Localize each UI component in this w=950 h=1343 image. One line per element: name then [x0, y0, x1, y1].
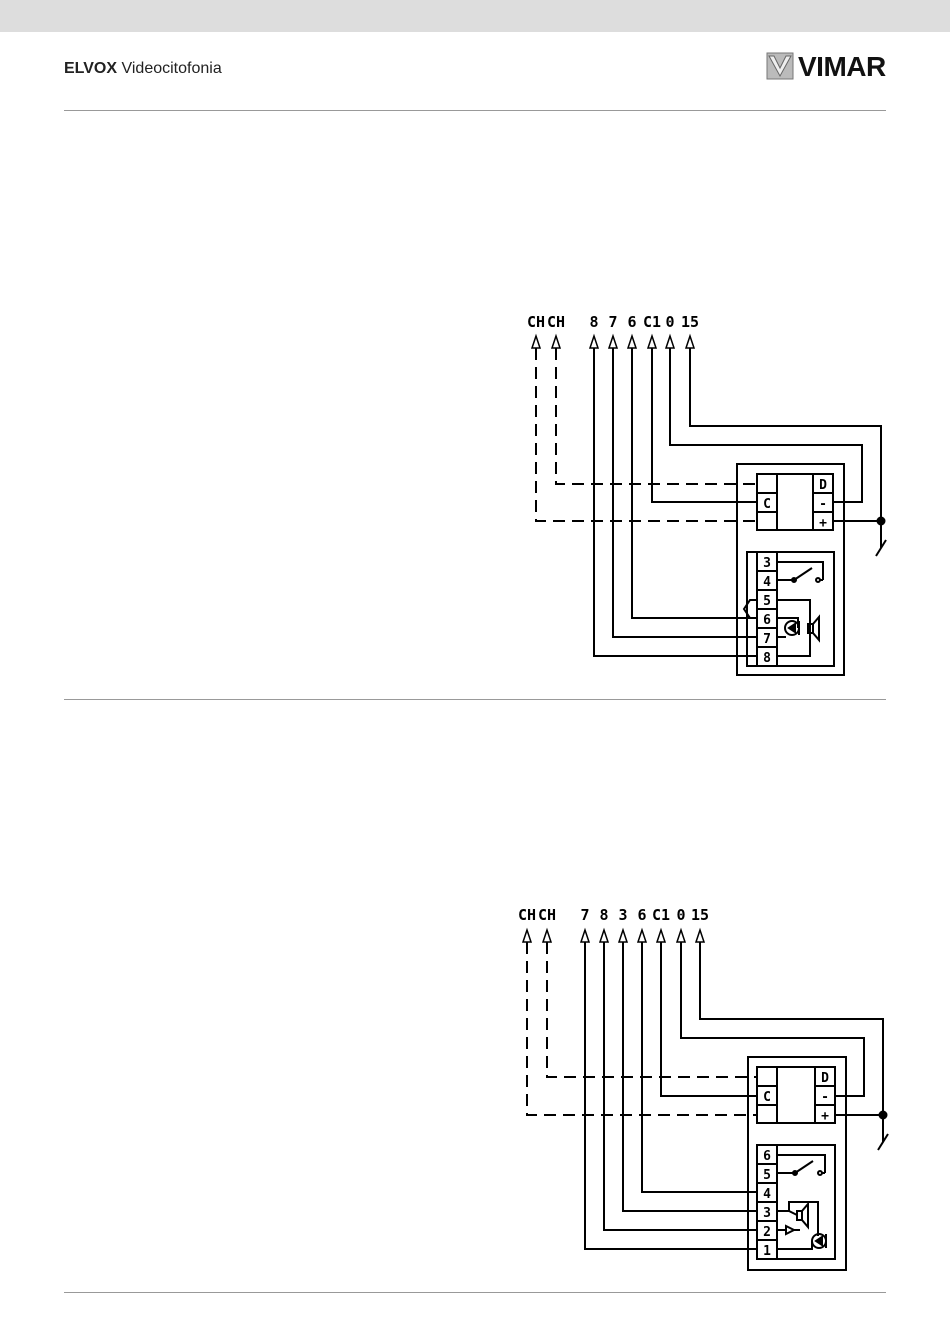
- handset-terminal-label: 5: [763, 1168, 771, 1183]
- terminal-label: 0: [676, 906, 685, 924]
- junction-dot: [880, 1112, 887, 1119]
- terminal-label: C1: [643, 313, 661, 331]
- device-box: [737, 464, 844, 675]
- handset-terminal-label: 1: [763, 1244, 771, 1259]
- ch-wire: [556, 348, 757, 484]
- microphone-icon: [785, 621, 799, 635]
- junction-dot: [878, 518, 885, 525]
- switch-icon: [777, 562, 823, 582]
- module-label: +: [821, 1109, 829, 1124]
- terminal-label: 15: [681, 313, 699, 331]
- module-label: -: [821, 1090, 829, 1105]
- ch-wire: [547, 942, 757, 1077]
- handset-terminal-label: 4: [763, 575, 771, 590]
- speaker-icon: [789, 1204, 808, 1227]
- microphone-icon: [812, 1234, 826, 1248]
- terminal-label: C1: [652, 906, 670, 924]
- handset-terminal-label: 2: [763, 1225, 771, 1240]
- wire-7: [613, 348, 757, 637]
- terminal-label: CH: [547, 313, 565, 331]
- module-label: D: [821, 1071, 829, 1086]
- terminal-label: 7: [608, 313, 617, 331]
- module-label: +: [819, 516, 827, 531]
- terminal-label: CH: [518, 906, 536, 924]
- module-label: C: [763, 1090, 771, 1105]
- terminal-label: 6: [627, 313, 636, 331]
- handset-terminal-label: 5: [763, 594, 771, 609]
- handset-terminal-label: 3: [763, 556, 771, 571]
- wiring-diagram-2: CH CH 7 8 3 6 C1 0 15: [518, 906, 888, 1270]
- terminal-label: 15: [691, 906, 709, 924]
- wire-15: [690, 348, 881, 521]
- handset-terminal-label: 4: [763, 1187, 771, 1202]
- terminal-label: 3: [618, 906, 627, 924]
- terminal-arrows: [523, 930, 704, 942]
- terminal-label: 7: [580, 906, 589, 924]
- amplifier-icon: [786, 1226, 800, 1234]
- handset-terminal-label: 3: [763, 1206, 771, 1221]
- terminal-arrows: [532, 336, 694, 348]
- handset-terminal-label: 6: [763, 1149, 771, 1164]
- module-label: C: [763, 497, 771, 512]
- terminal-label: 6: [637, 906, 646, 924]
- wiring-diagram-1: CH CH 8 7 6 C1 0 15: [527, 313, 886, 675]
- module-label: -: [819, 497, 827, 512]
- handset-terminal-label: 8: [763, 651, 771, 666]
- wire-15: [700, 942, 883, 1115]
- jumper: [744, 600, 757, 618]
- terminal-label: CH: [538, 906, 556, 924]
- terminal-label: CH: [527, 313, 545, 331]
- terminal-label: 8: [589, 313, 598, 331]
- switch-icon: [777, 1155, 825, 1175]
- handset-terminal-label: 6: [763, 613, 771, 628]
- module-label: D: [819, 478, 827, 493]
- terminal-label: 8: [599, 906, 608, 924]
- handset-terminal-label: 7: [763, 632, 771, 647]
- terminal-label: 0: [665, 313, 674, 331]
- ch-wire: [536, 348, 757, 521]
